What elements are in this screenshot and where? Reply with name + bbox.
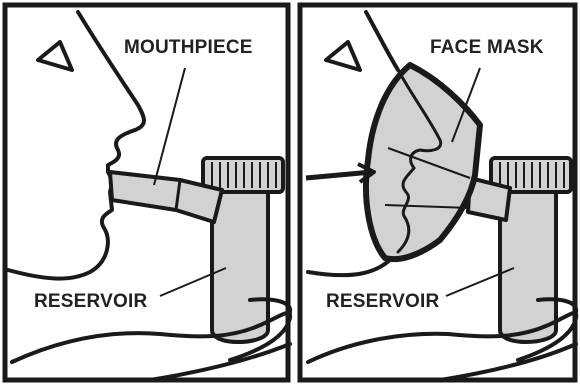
eye-icon: [326, 42, 360, 70]
mouthpiece-label: MOUTHPIECE: [124, 38, 253, 57]
reservoir-body: [212, 190, 268, 342]
reservoir-label-left: RESERVOIR: [34, 292, 147, 311]
mouthpiece-leader: [154, 68, 185, 185]
face-mask: [366, 65, 480, 259]
face-mask-label: FACE MASK: [430, 38, 544, 57]
mask-strap: [306, 172, 372, 178]
right-panel: [300, 5, 576, 380]
eye-icon: [38, 42, 72, 70]
left-panel: [5, 5, 290, 380]
reservoir-label-right: RESERVOIR: [326, 292, 439, 311]
